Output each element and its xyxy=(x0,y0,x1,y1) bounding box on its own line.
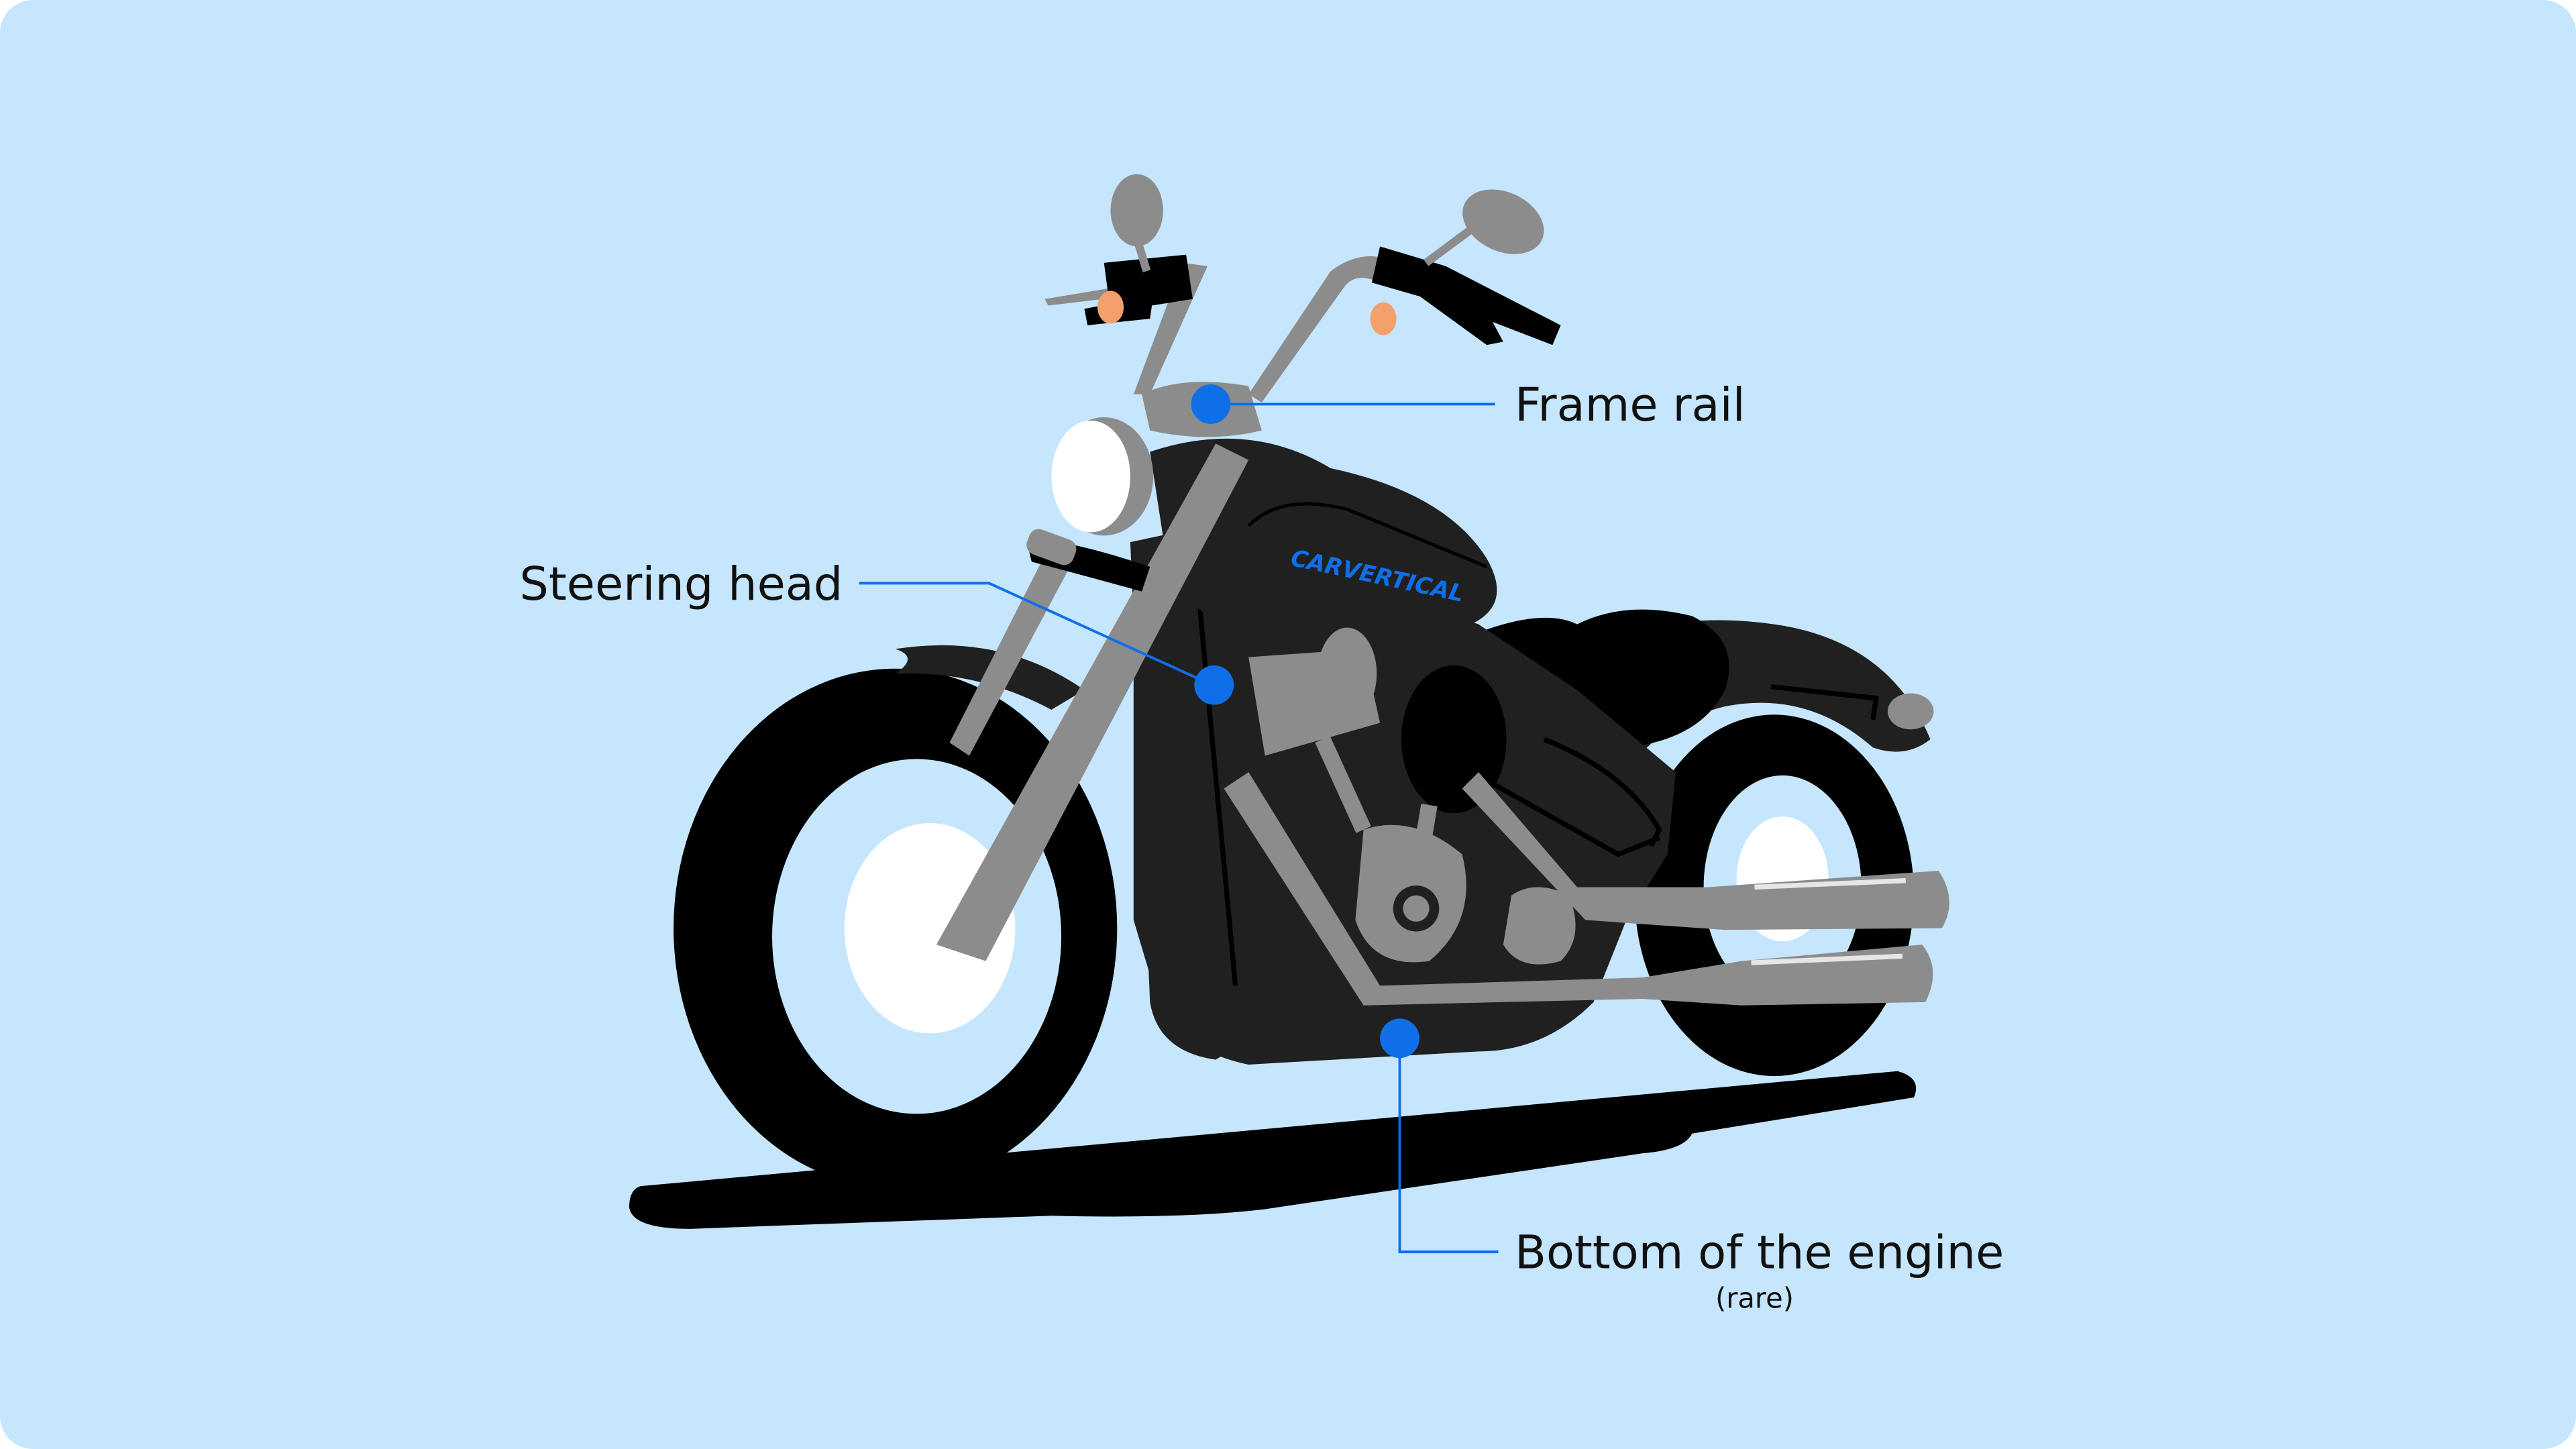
rear-tail-light xyxy=(1887,693,1934,730)
front-fork xyxy=(936,443,1249,961)
steering-head-marker xyxy=(1194,665,1234,705)
front-wheel xyxy=(674,668,1118,1188)
bottom-engine-label: Bottom of the engine xyxy=(1515,1226,2004,1280)
mirrors xyxy=(1110,174,1544,272)
frame-rail-marker xyxy=(1191,384,1231,424)
headlight xyxy=(1051,417,1154,536)
bottom-engine-note: (rare) xyxy=(1715,1281,1794,1314)
bottom-engine-leader xyxy=(1398,1038,1499,1254)
frame-downtube-line xyxy=(1193,566,1238,986)
steering-head-leader xyxy=(859,582,1214,687)
rear-fender-line xyxy=(1770,684,1879,720)
steering-head-label: Steering head xyxy=(519,557,843,611)
ground-shadow xyxy=(629,1071,1917,1229)
frame-rail-label: Frame rail xyxy=(1515,378,1746,432)
engine xyxy=(1248,627,1662,965)
exhaust-pipes xyxy=(1224,772,1949,1006)
left-indicator xyxy=(1097,290,1124,324)
bottom-engine-marker xyxy=(1380,1018,1419,1059)
fuel-tank xyxy=(1150,438,1497,641)
fuel-tank-line xyxy=(1247,502,1488,569)
handlebars xyxy=(1044,246,1561,402)
right-indicator xyxy=(1370,302,1397,335)
seat xyxy=(1479,609,1729,748)
frame-downtube xyxy=(1130,525,1257,1060)
